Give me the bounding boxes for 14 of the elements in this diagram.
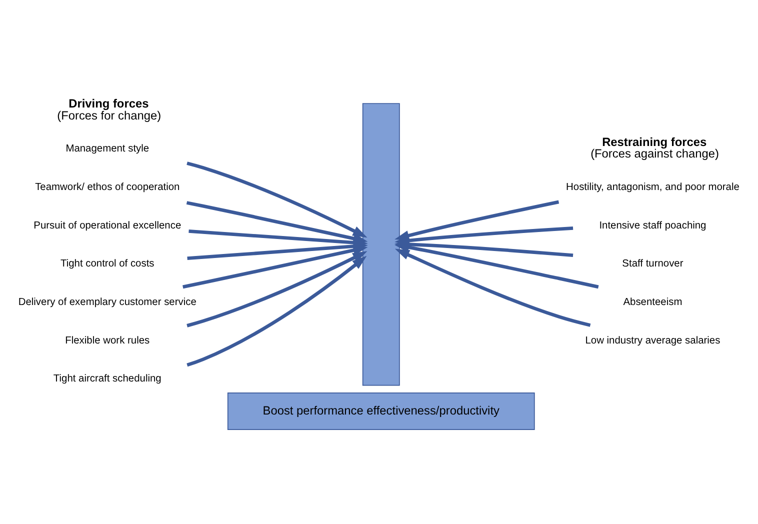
- node-text: Tight control of costs: [60, 258, 154, 270]
- node-text: Intensive staff poaching: [599, 220, 706, 231]
- node-text: Flexible work rules: [65, 334, 150, 346]
- node-text: Low industry average salaries: [585, 334, 720, 346]
- label: Restraining forces: [602, 134, 707, 148]
- node-text: Absenteeism: [623, 296, 682, 308]
- node-text: Management style: [66, 143, 150, 154]
- node-text: Teamwork/ ethos of cooperation: [35, 182, 180, 192]
- node-text: Hostility, antagonism, and poor morale: [566, 182, 740, 192]
- node-text: Staff turnover: [622, 258, 684, 270]
- label: Driving forces: [68, 96, 149, 110]
- node-text: Pursuit of operational excellence: [34, 220, 182, 231]
- node-text: Tight aircraft scheduling: [53, 373, 162, 384]
- node-text: Delivery of exemplary customer service: [18, 296, 196, 308]
